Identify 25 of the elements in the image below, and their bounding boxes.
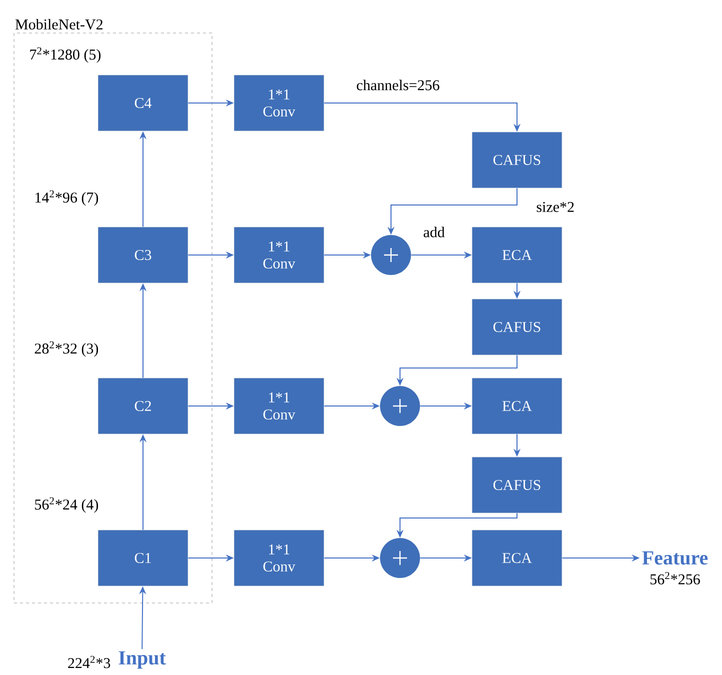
add-circle [380, 538, 420, 578]
process-box: ECA [472, 530, 562, 586]
edge-label: channels=256 [356, 80, 440, 90]
process-box: CAFUS [472, 298, 562, 356]
add-circle [380, 386, 420, 426]
process-box: ECA [472, 378, 562, 434]
process-box: 1*1 Conv [234, 74, 324, 132]
process-box: CAFUS [472, 132, 562, 188]
process-box: 1*1 Conv [234, 378, 324, 434]
edge-label: add [424, 226, 445, 238]
group-title: MobileNet-V2 [15, 18, 102, 30]
process-box: C3 [98, 226, 188, 284]
process-box: 1*1 Conv [234, 226, 324, 284]
process-box: C1 [98, 530, 188, 586]
add-circle [371, 235, 411, 275]
process-box: 1*1 Conv [234, 530, 324, 586]
size-label: 56$^{2}$*256 [650, 572, 700, 584]
io-label: Feature [642, 551, 708, 565]
size-label: 224$^{2}$*3 [68, 656, 110, 668]
process-box: ECA [472, 226, 562, 284]
process-box: C4 [98, 74, 188, 132]
size-label: size*2 [536, 202, 574, 212]
io-label: Input [118, 651, 166, 669]
process-box: C2 [98, 378, 188, 434]
process-box: CAFUS [472, 456, 562, 514]
